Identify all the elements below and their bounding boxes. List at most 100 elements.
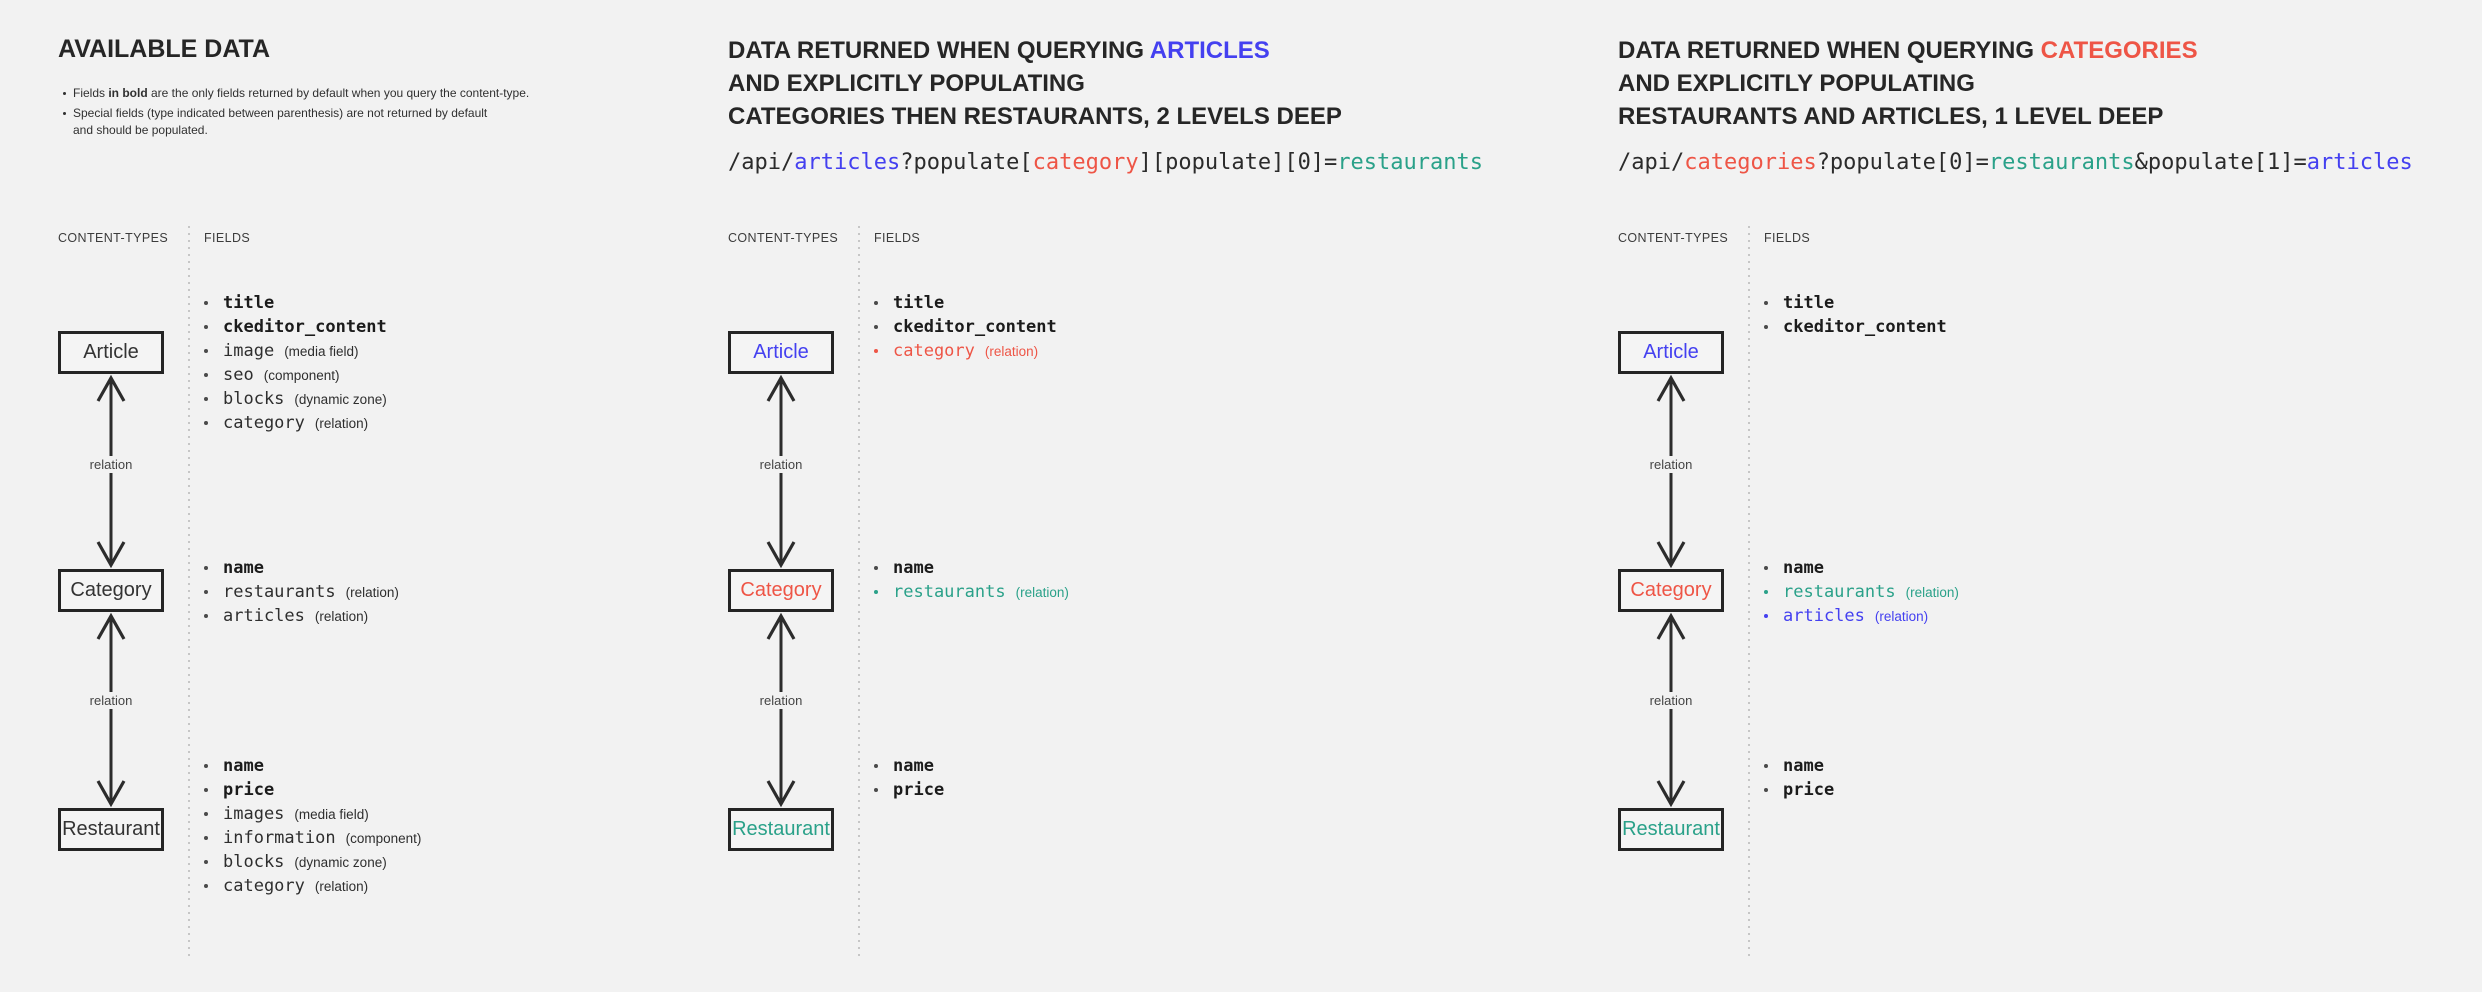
field-name: name	[223, 756, 264, 776]
panel-title-text: DATA RETURNED WHEN QUERYING	[728, 37, 1150, 64]
field-bullet-icon	[204, 349, 208, 353]
field-name: information	[223, 828, 336, 848]
panel-title-text: RESTAURANTS AND ARTICLES, 1 LEVEL DEEP	[1618, 103, 2164, 130]
field-bullet-icon	[204, 788, 208, 792]
field-row: ckeditor_content	[1764, 315, 1947, 339]
code-segment: category	[1032, 150, 1139, 175]
panel-title-text: AND EXPLICITLY POPULATING	[1618, 70, 1975, 97]
note-item: Fields in bold are the only fields retur…	[61, 85, 529, 102]
content-type-label: Article	[1643, 341, 1699, 363]
fields-column-header: FIELDS	[874, 231, 921, 245]
content-type-box-article: Article	[1618, 331, 1724, 374]
bullet-icon	[63, 92, 66, 95]
field-row: name	[204, 556, 399, 580]
field-row: ckeditor_content	[874, 315, 1057, 339]
note-text: Fields in bold are the only fields retur…	[73, 85, 529, 102]
field-name: name	[223, 558, 264, 578]
panel-title-line: DATA RETURNED WHEN QUERYING CATEGORIES	[1618, 34, 2198, 67]
content-type-label: Article	[753, 341, 809, 363]
code-segment: ?populate[0]=	[1816, 150, 1989, 175]
panel-title: DATA RETURNED WHEN QUERYING CATEGORIES AN…	[1618, 34, 2198, 133]
field-name: articles	[223, 606, 305, 626]
field-name: category	[223, 876, 305, 896]
relation-label: relation	[1646, 456, 1696, 473]
field-name: title	[893, 293, 945, 313]
relation-arrow-icon	[91, 612, 131, 808]
panel-available-data: AVAILABLE DATA Fields in bold are the onl…	[58, 0, 698, 992]
note-line: Fields in bold are the only fields retur…	[73, 85, 529, 102]
panel-title-text: CATEGORIES THEN RESTAURANTS, 2 LEVELS DE…	[728, 103, 1342, 130]
relation-arrow-icon	[761, 612, 801, 808]
field-name: articles	[1783, 606, 1865, 626]
field-bullet-icon	[874, 590, 878, 594]
panel-query-categories: DATA RETURNED WHEN QUERYING CATEGORIES AN…	[1618, 0, 2482, 992]
field-name: image	[223, 341, 275, 361]
field-bullet-icon	[1764, 325, 1768, 329]
fields-column-header: FIELDS	[1764, 231, 1811, 245]
notes-list: Fields in bold are the only fields retur…	[61, 85, 529, 142]
note-line: and should be populated.	[73, 122, 487, 139]
relation-label: relation	[1646, 692, 1696, 709]
field-bullet-icon	[874, 349, 878, 353]
column-divider-dotted	[1748, 226, 1750, 957]
field-row: title	[1764, 291, 1947, 315]
panel-title-line: RESTAURANTS AND ARTICLES, 1 LEVEL DEEP	[1618, 100, 2198, 133]
field-name: name	[1783, 558, 1824, 578]
field-bullet-icon	[204, 373, 208, 377]
field-bullet-icon	[204, 860, 208, 864]
code-segment: /api/	[728, 150, 795, 175]
field-bullet-icon	[204, 566, 208, 570]
content-type-box-article: Article	[728, 331, 834, 374]
content-type-box-restaurant: Restaurant	[58, 808, 164, 851]
code-segment: restaurants	[1988, 150, 2135, 175]
field-row: restaurants(relation)	[1764, 580, 1959, 604]
field-bullet-icon	[874, 788, 878, 792]
note-item: Special fields (type indicated between p…	[61, 105, 529, 139]
field-row: price	[874, 778, 944, 802]
field-row: price	[204, 778, 421, 802]
field-row: restaurants(relation)	[874, 580, 1069, 604]
content-type-label: Restaurant	[62, 818, 160, 840]
field-type: (relation)	[345, 584, 399, 600]
panel-title-text: AVAILABLE DATA	[58, 35, 271, 63]
panel-title-line: AVAILABLE DATA	[58, 33, 270, 66]
content-types-column-header: CONTENT-TYPES	[58, 231, 169, 245]
field-name: name	[893, 558, 934, 578]
field-bullet-icon	[204, 764, 208, 768]
field-name: title	[223, 293, 275, 313]
field-type: (media field)	[284, 343, 359, 359]
content-type-box-article: Article	[58, 331, 164, 374]
panel-title-text: AND EXPLICITLY POPULATING	[728, 70, 1085, 97]
content-type-label: Restaurant	[732, 818, 830, 840]
field-bullet-icon	[204, 614, 208, 618]
panel-title-line: AND EXPLICITLY POPULATING	[728, 67, 1342, 100]
panel-title-line: CATEGORIES THEN RESTAURANTS, 2 LEVELS DE…	[728, 100, 1342, 133]
content-type-label: Category	[1630, 579, 1712, 601]
field-type: (dynamic zone)	[294, 391, 387, 407]
content-type-box-category: Category	[728, 569, 834, 612]
content-type-box-restaurant: Restaurant	[1618, 808, 1724, 851]
field-row: category(relation)	[204, 411, 387, 435]
field-type: (component)	[263, 367, 340, 383]
field-bullet-icon	[1764, 590, 1768, 594]
field-type: (component)	[345, 830, 422, 846]
note-text-segment: and should be populated.	[73, 123, 208, 137]
api-query-code: /api/categories?populate[0]=restaurants&…	[1618, 149, 2413, 177]
panel-title-text: CATEGORIES	[2040, 37, 2198, 64]
field-type: (relation)	[1874, 608, 1929, 624]
code-segment: articles	[794, 150, 901, 175]
relation-arrow-icon	[1651, 612, 1691, 808]
field-row: image (media field)	[204, 339, 387, 363]
field-row: category(relation)	[874, 339, 1057, 363]
content-type-box-restaurant: Restaurant	[728, 808, 834, 851]
field-bullet-icon	[1764, 301, 1768, 305]
field-type: (relation)	[1015, 584, 1069, 600]
field-row: blocks(dynamic zone)	[204, 850, 421, 874]
field-bullet-icon	[204, 325, 208, 329]
